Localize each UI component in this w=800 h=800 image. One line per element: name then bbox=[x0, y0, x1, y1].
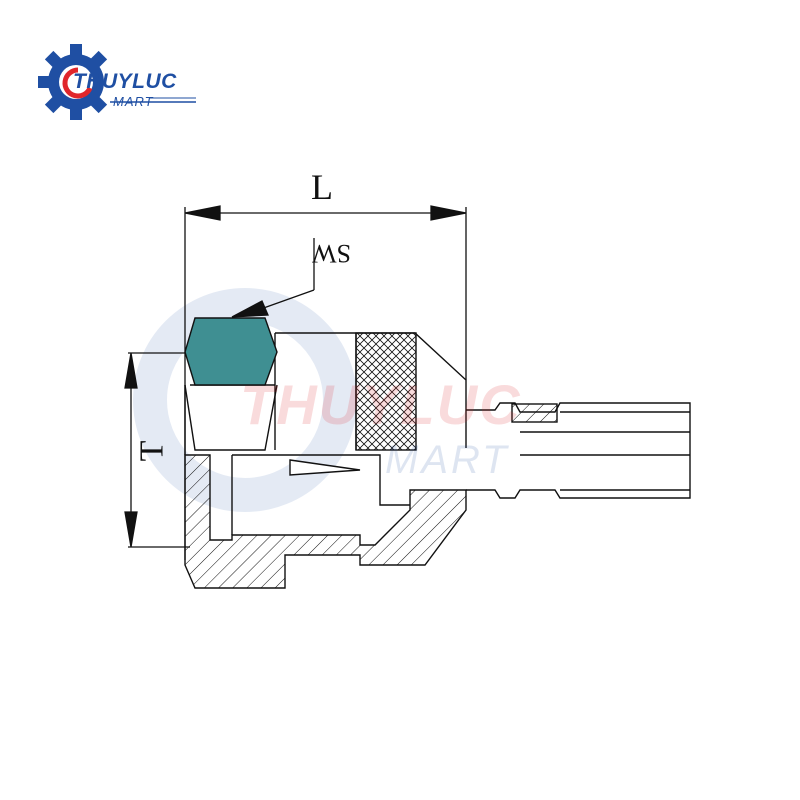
watermark-gear-icon bbox=[133, 288, 357, 512]
wrench-size-label: SW bbox=[312, 239, 351, 268]
wrench-size-leader bbox=[231, 238, 315, 318]
logo-sub: MART bbox=[113, 94, 154, 109]
watermark-sub: MART bbox=[385, 438, 510, 482]
thread-dimension bbox=[124, 352, 190, 548]
logo-name: THUYLUC bbox=[73, 70, 177, 93]
fitting-body-section bbox=[184, 454, 467, 589]
length-label: L bbox=[311, 167, 333, 207]
fitting-body-upper bbox=[184, 332, 691, 499]
watermark-name: THUYLUC bbox=[240, 373, 522, 436]
gear-icon bbox=[38, 44, 196, 120]
hex-nut bbox=[184, 317, 278, 451]
thread-label: T bbox=[133, 440, 171, 462]
